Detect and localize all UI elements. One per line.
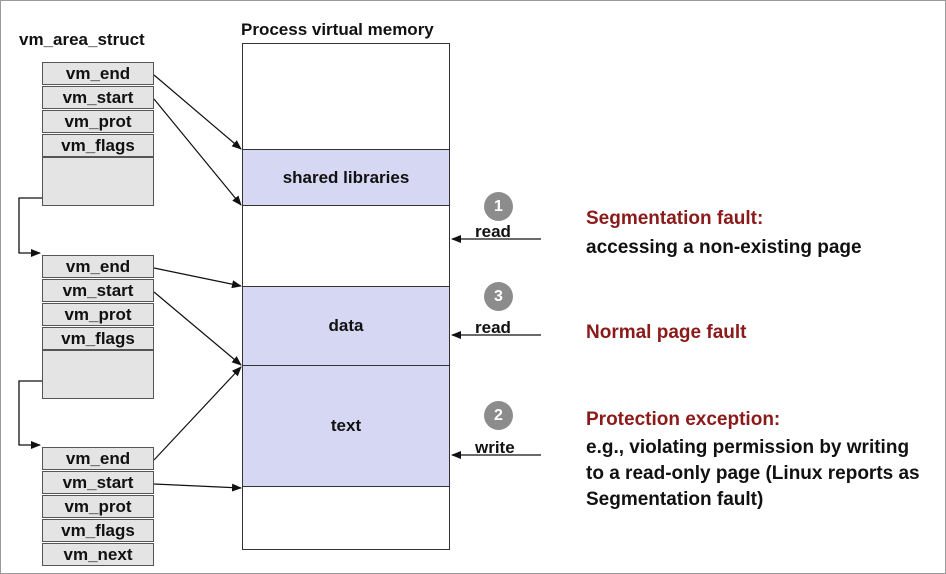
struct-field-vm-prot: vm_prot	[42, 303, 154, 326]
process-memory-heading: Process virtual memory	[241, 20, 434, 39]
vm-area-struct-heading: vm_area_struct	[19, 30, 145, 49]
arrow-s1-start	[153, 98, 242, 206]
struct-field-vm-start: vm_start	[42, 279, 154, 302]
vm-next-link-2	[18, 380, 42, 449]
struct-field-vm-start: vm_start	[42, 86, 154, 109]
struct-field-vm-start: vm_start	[42, 471, 154, 494]
step-badge-1: 1	[484, 192, 513, 221]
struct-field-vm-flags: vm_flags	[42, 134, 154, 157]
struct-field-blank	[42, 350, 154, 399]
segfault-title: Segmentation fault:	[586, 208, 764, 229]
region-shared-libraries: shared libraries	[243, 149, 449, 206]
arrow-s1-end	[153, 74, 242, 150]
vm-next-link-1	[18, 197, 42, 257]
region-text: text	[243, 365, 449, 487]
arrow-s3-end	[153, 366, 242, 461]
struct-field-vm-end: vm_end	[42, 62, 154, 85]
struct-field-vm-flags: vm_flags	[42, 519, 154, 542]
access-label-read: read	[475, 222, 511, 241]
step-badge-3: 3	[484, 282, 513, 311]
segfault-desc: accessing a non-existing page	[586, 237, 862, 258]
struct-field-vm-prot: vm_prot	[42, 495, 154, 518]
struct-field-vm-next: vm_next	[42, 543, 154, 566]
struct-field-vm-end: vm_end	[42, 447, 154, 470]
access-label-write: write	[475, 438, 515, 457]
struct-field-vm-prot: vm_prot	[42, 110, 154, 133]
arrow-s3-start	[153, 483, 242, 492]
step-badge-2: 2	[484, 401, 513, 430]
access-label-read: read	[475, 318, 511, 337]
struct-field-vm-flags: vm_flags	[42, 327, 154, 350]
normal-fault-title: Normal page fault	[586, 322, 747, 343]
arrow-s2-start	[153, 291, 242, 366]
protection-title: Protection exception:	[586, 409, 781, 430]
arrow-s2-end	[153, 267, 242, 289]
protection-desc: e.g., violating permission by writing to…	[586, 437, 920, 510]
struct-field-blank	[42, 157, 154, 206]
region-data: data	[243, 286, 449, 366]
struct-field-vm-end: vm_end	[42, 255, 154, 278]
